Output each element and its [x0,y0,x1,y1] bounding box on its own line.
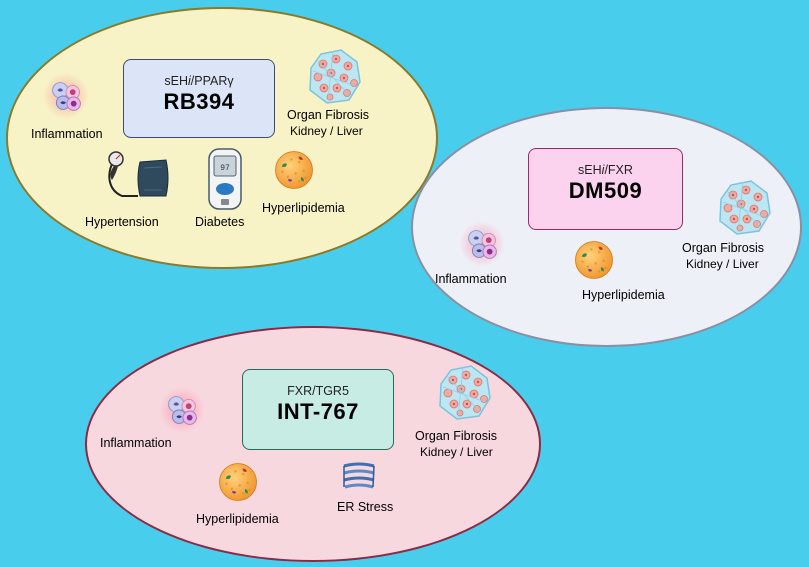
fibrosis-tissue-icon [303,46,363,106]
er-stress-label: ER Stress [337,500,394,514]
fibrosis-tissue-icon [713,177,773,237]
int767-inflammation-label: Inflammation [100,436,172,450]
dm509-target-label: sEHi/FXR [578,163,633,177]
int767-drug-name: INT-767 [277,399,359,424]
svg-text:97: 97 [220,164,230,173]
dm509-fibrosis-title: Organ Fibrosis [682,241,764,255]
int767-fibrosis-title: Organ Fibrosis [415,429,497,443]
int767-ellipse [85,326,541,562]
endoplasmic-reticulum-icon [343,462,375,489]
int767-fibrosis-sub: Kidney / Liver [420,445,493,459]
lipid-droplet-icon [272,148,316,192]
rb394-fibrosis-sub: Kidney / Liver [290,124,363,138]
rb394-fibrosis-title: Organ Fibrosis [287,108,369,122]
dm509-fibrosis-sub: Kidney / Liver [686,257,759,271]
dm509-inflammation-label: Inflammation [435,272,507,286]
lipid-droplet-icon [572,238,616,282]
fibrosis-tissue-icon [433,362,493,422]
immune-cells-icon [42,72,90,120]
rb394-hyperlipidemia-label: Hyperlipidemia [262,201,345,215]
immune-cells-icon [458,220,506,268]
hypertension-label: Hypertension [85,215,159,229]
rb394-inflammation-label: Inflammation [31,127,103,141]
diabetes-label: Diabetes [195,215,245,229]
dm509-box: sEHi/FXR DM509 [528,148,683,230]
int767-target-label: FXR/TGR5 [287,384,349,398]
rb394-target-label: sEHi/PPARγ [164,74,234,88]
int767-hyperlipidemia-label: Hyperlipidemia [196,512,279,526]
int767-box: FXR/TGR5 INT-767 [242,369,394,450]
dm509-drug-name: DM509 [568,178,643,203]
dm509-hyperlipidemia-label: Hyperlipidemia [582,288,665,302]
lipid-droplet-icon [216,460,260,504]
rb394-drug-name: RB394 [163,89,235,114]
rb394-ellipse [6,7,438,269]
immune-cells-icon [158,386,206,434]
rb394-box: sEHi/PPARγ RB394 [123,59,275,138]
blood-pressure-cuff-icon [108,151,169,197]
glucose-meter-icon: 97 [208,148,242,210]
